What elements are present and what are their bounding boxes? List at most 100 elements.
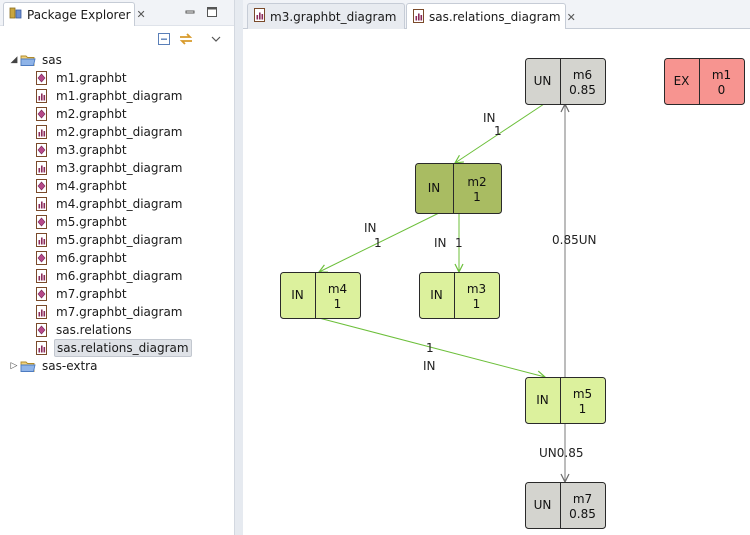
tree-item-label: m6.graphbt — [56, 251, 127, 265]
view-menu-chevron-down-icon[interactable] — [207, 30, 225, 48]
node-name: m3 — [467, 282, 486, 296]
tree-item[interactable]: m3.graphbt — [34, 141, 129, 159]
editor-tabbar: m3.graphbt_diagram sas.relations_diagram… — [243, 0, 750, 30]
edge-label: UN0.85 — [539, 446, 583, 460]
tree-item[interactable]: m7.graphbt — [34, 285, 129, 303]
diagram-file-icon — [254, 8, 266, 25]
tree-item-label: m4.graphbt_diagram — [56, 197, 183, 211]
node-value: 1 — [579, 402, 587, 416]
tree-item[interactable]: m6.graphbt_diagram — [34, 267, 185, 285]
tree-item[interactable]: m2.graphbt_diagram — [34, 123, 185, 141]
edge-label: IN — [483, 111, 496, 125]
node-name: m5 — [573, 387, 592, 401]
tree-item[interactable]: m7.graphbt_diagram — [34, 303, 185, 321]
diagram-file-icon — [34, 160, 50, 176]
edge-label: IN — [423, 359, 436, 373]
tree-item-label: sas-extra — [42, 359, 98, 373]
collapsed-arrow-icon[interactable]: ▷ — [10, 361, 18, 371]
collapse-all-icon[interactable] — [155, 30, 173, 48]
package-explorer-title: Package Explorer — [27, 7, 131, 22]
diagram-file-icon — [34, 124, 50, 140]
tree-item-label: m3.graphbt_diagram — [56, 161, 183, 175]
expanded-arrow-icon[interactable]: ◢ — [10, 55, 18, 65]
tree-item[interactable]: sas.relations_diagram — [34, 339, 192, 357]
tree-item-label: m6.graphbt_diagram — [56, 269, 183, 283]
diagram-file-icon — [34, 304, 50, 320]
tab-m3-graphbt-diagram[interactable]: m3.graphbt_diagram — [247, 3, 405, 29]
tree-item-label: sas — [42, 53, 62, 67]
tree-item[interactable]: m4.graphbt_diagram — [34, 195, 185, 213]
edge-label: IN — [434, 236, 447, 250]
tree-item[interactable]: sas.relations — [34, 321, 134, 339]
edge-label: 0.85UN — [552, 233, 596, 247]
tree-item-label: m5.graphbt_diagram — [56, 233, 183, 247]
edge-label: 1 — [494, 124, 502, 138]
graphbt-file-icon — [34, 214, 50, 230]
tree-item[interactable]: m4.graphbt — [34, 177, 129, 195]
tree-item[interactable]: m6.graphbt — [34, 249, 129, 267]
node-status: IN — [536, 393, 549, 407]
tab-package-explorer[interactable]: Package Explorer ✕ — [3, 2, 146, 26]
node-m5[interactable]: IN m51 — [525, 377, 606, 424]
tree-item-label: m7.graphbt — [56, 287, 127, 301]
graphbt-file-icon — [34, 178, 50, 194]
node-box — [525, 58, 606, 105]
node-box — [525, 377, 606, 424]
node-name: m4 — [328, 282, 347, 296]
edge-label: 1 — [455, 236, 463, 250]
tree-item[interactable]: m2.graphbt — [34, 105, 129, 123]
maximize-icon[interactable] — [204, 4, 220, 20]
tree-item[interactable]: m3.graphbt_diagram — [34, 159, 185, 177]
tree-item[interactable]: m1.graphbt_diagram — [34, 87, 185, 105]
diagram-file-icon — [34, 340, 50, 356]
close-icon[interactable]: ✕ — [136, 8, 146, 21]
node-value: 0 — [718, 83, 726, 97]
edge-m6-m2[interactable] — [455, 103, 545, 163]
tree-item-label: m3.graphbt — [56, 143, 127, 157]
node-status: UN — [534, 74, 552, 88]
edge-label: IN — [364, 221, 377, 235]
minimize-icon[interactable] — [182, 4, 198, 20]
tree-item[interactable]: m1.graphbt — [34, 69, 129, 87]
node-value: 1 — [473, 190, 481, 204]
node-m6[interactable]: UN m60.85 — [525, 58, 606, 105]
tree-folder-sas-extra[interactable]: ▷ sas-extra — [8, 357, 99, 375]
node-name: m6 — [573, 68, 592, 82]
tree-item-label: sas.relations_diagram — [54, 339, 192, 357]
tree-item-label: m2.graphbt — [56, 107, 127, 121]
node-value: 0.85 — [569, 507, 596, 521]
node-status: IN — [291, 288, 304, 302]
tree-item-label: m2.graphbt_diagram — [56, 125, 183, 139]
node-box — [419, 272, 500, 319]
package-explorer-icon — [9, 6, 23, 23]
node-status: IN — [430, 288, 443, 302]
tab-sas-relations-diagram[interactable]: sas.relations_diagram ✕ — [406, 3, 576, 30]
node-value: 0.85 — [569, 83, 596, 97]
link-with-editor-icon[interactable] — [177, 30, 195, 48]
tree-item-label: m4.graphbt — [56, 179, 127, 193]
tree-folder-sas[interactable]: ◢ sas — [8, 51, 64, 69]
diagram-file-icon — [34, 268, 50, 284]
tree-item[interactable]: m5.graphbt — [34, 213, 129, 231]
sash-splitter[interactable] — [234, 0, 243, 535]
tree-item[interactable]: m5.graphbt_diagram — [34, 231, 185, 249]
folder-icon — [20, 358, 36, 374]
close-icon[interactable]: ✕ — [566, 10, 576, 24]
edge-label: 1 — [426, 341, 434, 355]
graphbt-file-icon — [34, 70, 50, 86]
edge-m2-m4[interactable] — [319, 212, 440, 272]
edge-m4-m5[interactable] — [318, 317, 545, 377]
node-name: m2 — [467, 175, 486, 189]
node-name: m7 — [573, 492, 592, 506]
diagram-editor: m3.graphbt_diagram sas.relations_diagram… — [243, 0, 750, 535]
node-name: m1 — [712, 68, 731, 82]
diagram-file-icon — [34, 88, 50, 104]
graphbt-file-icon — [34, 322, 50, 338]
